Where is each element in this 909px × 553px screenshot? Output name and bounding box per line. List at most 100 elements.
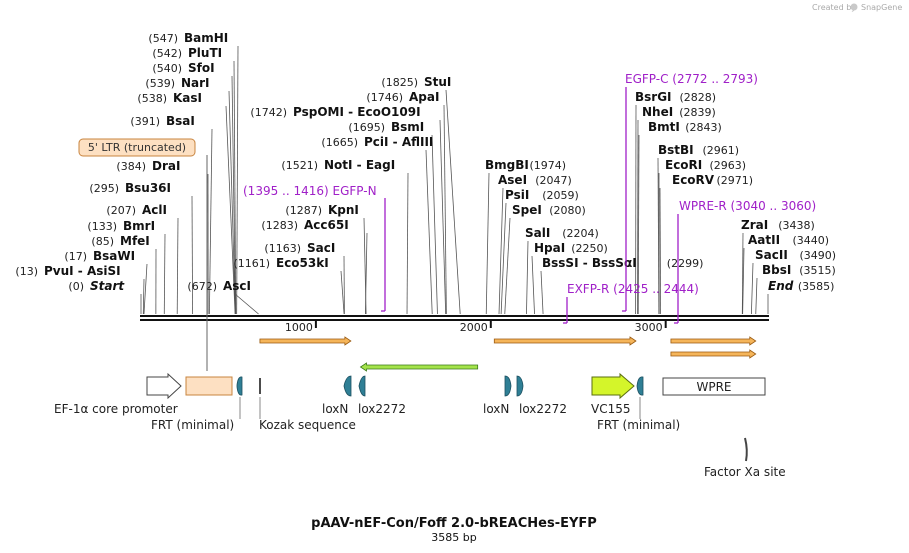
- site-acli[interactable]: AclI: [142, 203, 167, 217]
- site-pos-bstbi: (2961): [703, 144, 740, 157]
- site-bsu36i[interactable]: Bsu36I: [125, 181, 171, 195]
- primer-label-wpre-r[interactable]: WPRE-R (3040 .. 3060): [679, 199, 816, 213]
- orf-arrow-5[interactable]: [670, 349, 757, 359]
- site-pos-pvui-asisi: (13): [15, 265, 38, 278]
- site-pos-bsawi: (17): [64, 250, 87, 263]
- site-pos-apai: (1746): [366, 91, 403, 104]
- orf-arrow-4[interactable]: [670, 336, 757, 346]
- site-pluti[interactable]: PluTI: [188, 46, 222, 60]
- site-bstbi[interactable]: BstBI: [658, 143, 694, 157]
- ltr-feature-box[interactable]: [185, 376, 233, 396]
- orf-arrow-1[interactable]: [259, 336, 352, 346]
- site-sfoi[interactable]: SfoI: [188, 61, 215, 75]
- site-line-hpai: [531, 255, 535, 315]
- feature-label-factor-xa: Factor Xa site: [704, 465, 786, 479]
- site-aatii[interactable]: AatII: [748, 233, 780, 247]
- site-drai[interactable]: DraI: [152, 159, 180, 173]
- site-noti-eagi[interactable]: NotI - EagI: [324, 158, 395, 172]
- site-nhei[interactable]: NheI: [642, 105, 673, 119]
- site-line-bstbi: [657, 157, 660, 315]
- factor-xa-marker[interactable]: [744, 437, 748, 462]
- site-bsai[interactable]: BsaI: [166, 114, 195, 128]
- site-pos-bsmi: (1695): [348, 121, 385, 134]
- site-line-bbsi: [755, 277, 758, 315]
- site-pos-spei: (2080): [549, 204, 586, 217]
- site-line-bsawi: [143, 263, 148, 315]
- site-line-asci: [234, 293, 259, 315]
- site-ecori[interactable]: EcoRI: [665, 158, 702, 172]
- site-start[interactable]: Start: [90, 279, 125, 293]
- primer-label-egfp-n[interactable]: (1395 .. 1416) EGFP-N: [243, 184, 377, 198]
- site-pos-bbsi: (3515): [799, 264, 836, 277]
- site-line-acli: [176, 217, 179, 315]
- primer-annotations: (1395 .. 1416) EGFP-N EGFP-C (2772 .. 279…: [243, 72, 816, 324]
- site-nari[interactable]: NarI: [181, 76, 210, 90]
- site-sacii[interactable]: SacII: [755, 248, 788, 262]
- site-end[interactable]: End: [768, 279, 794, 293]
- feature-label-frt-right: FRT (minimal): [597, 418, 680, 432]
- site-spei[interactable]: SpeI: [512, 203, 542, 217]
- primer-label-exfp-r[interactable]: EXFP-R (2425 .. 2444): [567, 282, 699, 296]
- lox2272-left-marker[interactable]: [358, 375, 366, 397]
- site-sali[interactable]: SalI: [525, 226, 550, 240]
- site-line-nari: [228, 90, 236, 315]
- feature-track: WPRE EF-1α core promoter FRT (minimal) K…: [54, 372, 786, 479]
- wpre-feature-box[interactable]: [662, 377, 766, 396]
- site-asei[interactable]: AseI: [498, 173, 527, 187]
- site-pspomi-ecoo109i[interactable]: PspOMI - EcoO109I: [293, 105, 421, 119]
- lox2272-right-marker[interactable]: [516, 375, 524, 397]
- site-pos-bsssi-bsss-i: (2299): [667, 257, 704, 270]
- tick-label-3000: 3000: [635, 321, 663, 334]
- vc155-cds-arrow[interactable]: [591, 372, 635, 400]
- site-bmti[interactable]: BmtI: [648, 120, 680, 134]
- site-pos-drai: (384): [116, 160, 146, 173]
- loxn-left-marker[interactable]: [343, 375, 352, 397]
- site-pos-end: (3585): [798, 280, 835, 293]
- site-mfei[interactable]: MfeI: [120, 234, 150, 248]
- site-bsawi[interactable]: BsaWI: [93, 249, 135, 263]
- feature-label-frt-left: FRT (minimal): [151, 418, 234, 432]
- site-pos-saci: (1163): [264, 242, 301, 255]
- credit-prefix: Created by: [812, 3, 856, 12]
- site-acc65i[interactable]: Acc65I: [304, 218, 349, 232]
- site-line-apai: [443, 104, 447, 315]
- site-bsmi[interactable]: BsmI: [391, 120, 424, 134]
- site-kpni[interactable]: KpnI: [328, 203, 359, 217]
- frt-minimal-left-marker[interactable]: [236, 376, 243, 396]
- loxn-right-marker[interactable]: [504, 375, 512, 397]
- site-apai[interactable]: ApaI: [409, 90, 439, 104]
- site-line-stui: [445, 89, 461, 315]
- site-psii[interactable]: PsiI: [505, 188, 529, 202]
- site-pos-pcii-afliii: (1665): [321, 136, 358, 149]
- site-zrai[interactable]: ZraI: [741, 218, 768, 232]
- frt-minimal-right-marker[interactable]: [636, 376, 644, 396]
- site-asci[interactable]: AscI: [223, 279, 251, 293]
- primer-label-egfp-c[interactable]: EGFP-C (2772 .. 2793): [625, 72, 758, 86]
- ef1a-promoter-arrow[interactable]: [146, 372, 182, 400]
- site-saci[interactable]: SacI: [307, 241, 335, 255]
- site-bamhi[interactable]: BamHI: [184, 31, 228, 45]
- site-pos-bmti: (2843): [685, 121, 722, 134]
- site-bmgbi[interactable]: BmgBI: [485, 158, 529, 172]
- site-pcii-afliii[interactable]: PciI - AflIII: [364, 135, 433, 149]
- site-pos-bsai: (391): [130, 115, 160, 128]
- site-pos-bmri: (133): [87, 220, 117, 233]
- site-pvui-asisi[interactable]: PvuI - AsiSI: [44, 264, 121, 278]
- wpre-box-label: WPRE: [696, 380, 731, 394]
- site-pos-eco53ki: (1161): [233, 257, 270, 270]
- site-ecorv[interactable]: EcoRV: [672, 173, 715, 187]
- site-hpai[interactable]: HpaI: [534, 241, 565, 255]
- orf-arrow-3[interactable]: [493, 336, 637, 346]
- site-eco53ki[interactable]: Eco53kI: [276, 256, 329, 270]
- site-bbsi[interactable]: BbsI: [762, 263, 791, 277]
- site-bsrgi[interactable]: BsrGI: [635, 90, 672, 104]
- feature-label-lox2272-left: lox2272: [358, 402, 406, 416]
- site-stui[interactable]: StuI: [424, 75, 451, 89]
- site-bmri[interactable]: BmrI: [123, 219, 155, 233]
- orf-arrow-2[interactable]: [359, 362, 479, 372]
- site-kasi[interactable]: KasI: [173, 91, 202, 105]
- ltr-callout-box[interactable]: [78, 138, 196, 157]
- site-bsssi-bsss-i[interactable]: BssSI - BssSαI: [542, 256, 637, 270]
